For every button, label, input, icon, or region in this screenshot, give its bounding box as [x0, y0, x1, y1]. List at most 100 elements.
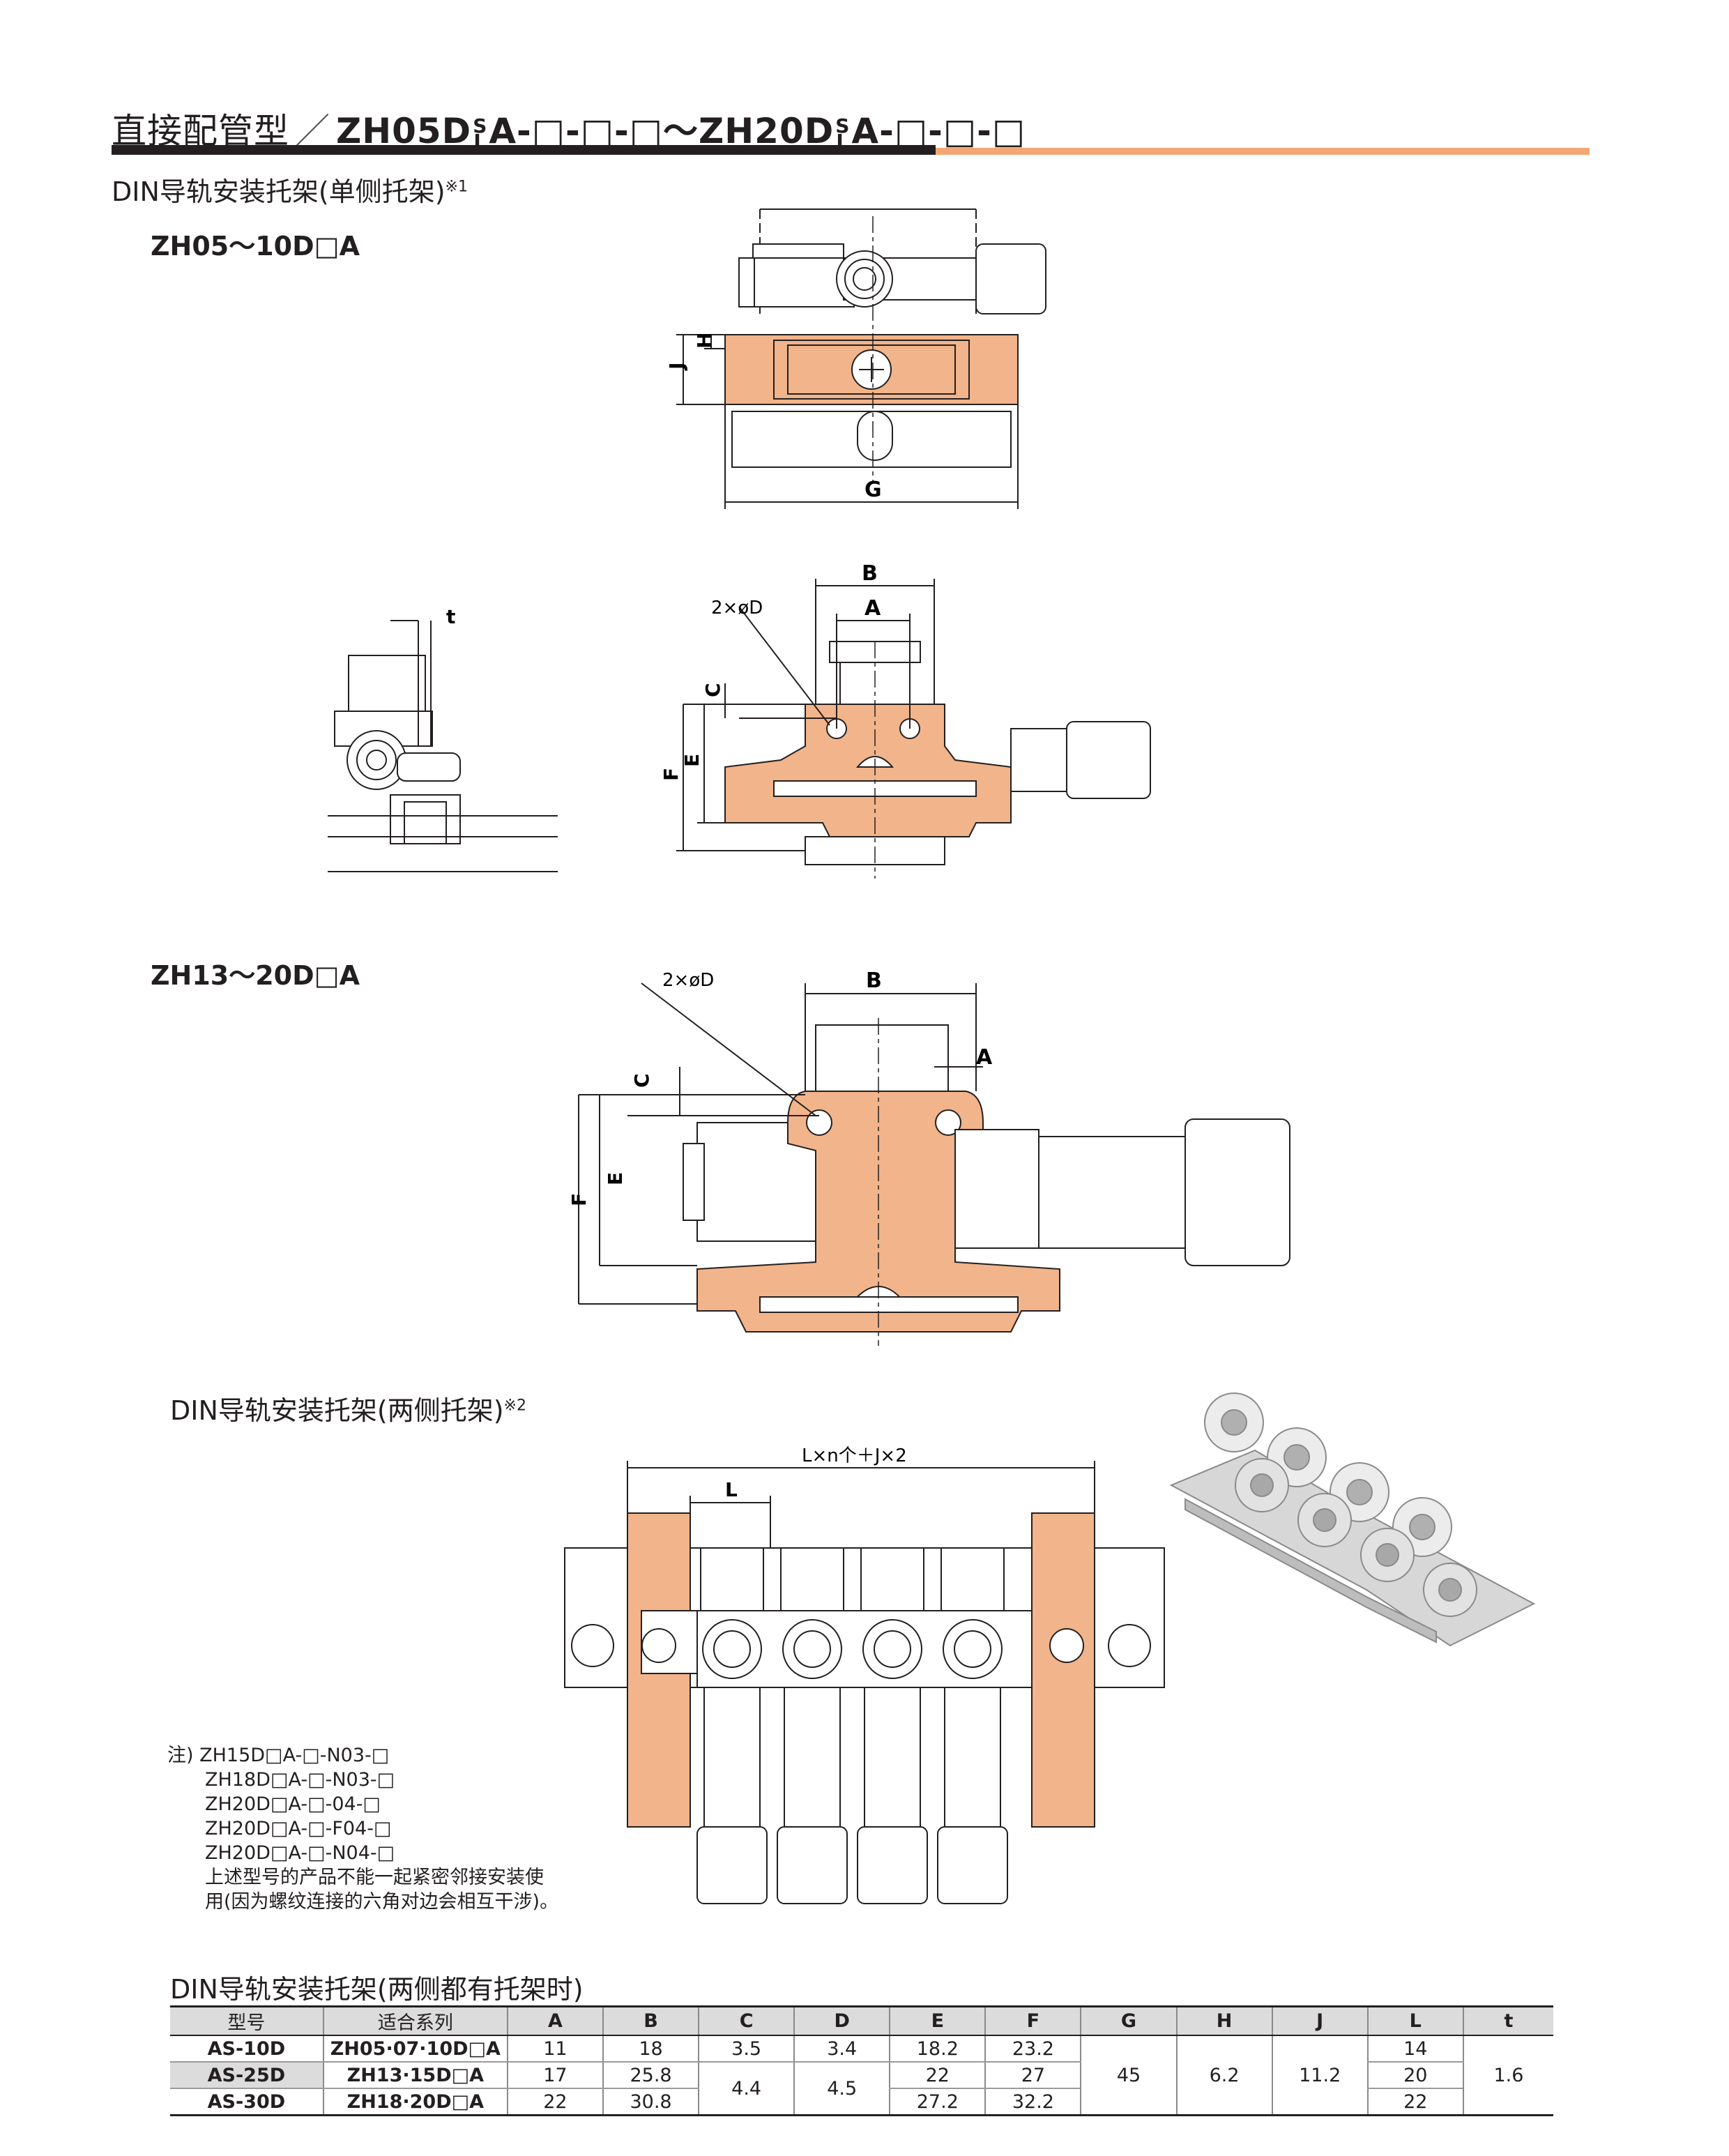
dim-J-label: J: [665, 363, 688, 371]
group-zh13-20-title: ZH13～20D□A: [151, 960, 360, 991]
group-zh05-10-title: ZH05～10D□A: [151, 231, 360, 261]
drawing-zh05-top-view: G J H: [665, 208, 1046, 509]
note-line-6: 上述型号的产品不能一起紧密邻接安装使: [205, 1867, 544, 1888]
table-row: AS-25D ZH13·15D□A 17 25.8 4.4 4.5 22 27 …: [170, 2062, 1553, 2116]
drawing-zh13-front-view: B A 2×øD C E F: [568, 969, 1290, 1346]
dim-2xphiD-label-2: 2×øD: [662, 970, 714, 991]
cell-C: 3.5: [698, 2035, 795, 2063]
th-model: 型号: [170, 2005, 323, 2036]
cell-series: ZH05·07·10D□A: [322, 2035, 508, 2063]
cell-t-merged: 1.6: [1462, 2035, 1553, 2116]
th-L: L: [1366, 2005, 1463, 2036]
section2-text: DIN导轨安装托架(两侧托架): [170, 1395, 504, 1426]
model-b-suffix: A-□-□-□: [851, 111, 1026, 151]
cell-model: AS-10D: [170, 2035, 323, 2063]
th-C: C: [698, 2005, 795, 2036]
note-line-3: ZH20D□A-□-04-□: [205, 1793, 381, 1815]
cell-H-merged: 6.2: [1175, 2035, 1272, 2116]
cell-series: ZH18·20D□A: [322, 2088, 508, 2116]
cell-C-merged: 4.4: [698, 2062, 795, 2116]
cell-E: 18.2: [889, 2035, 986, 2063]
product-photo: [1169, 1392, 1536, 1647]
cell-D-merged: 4.5: [793, 2062, 890, 2116]
dim-B-label-2: B: [866, 969, 882, 993]
cell-A: 22: [506, 2088, 603, 2116]
cell-B: 25.8: [602, 2062, 699, 2089]
dim-A-label-2: A: [976, 1045, 993, 1070]
cell-L: 14: [1366, 2035, 1463, 2063]
dim-E-label: E: [680, 754, 703, 767]
dim-2xphiD-label: 2×øD: [711, 598, 763, 618]
note-line-1: 注) ZH15D□A-□-N03-□: [167, 1745, 390, 1766]
dim-G-label: G: [864, 478, 882, 502]
th-J: J: [1271, 2005, 1368, 2036]
note-line-4: ZH20D□A-□-F04-□: [205, 1818, 392, 1839]
cell-B: 30.8: [602, 2088, 699, 2116]
note-line-2: ZH18D□A-□-N03-□: [205, 1769, 395, 1791]
cell-A: 17: [506, 2062, 603, 2089]
th-series: 适合系列: [322, 2005, 508, 2036]
title-tilde: ～: [663, 111, 699, 151]
th-t: t: [1462, 2005, 1553, 2036]
cell-L: 20: [1366, 2062, 1463, 2089]
cell-G-merged: 45: [1080, 2035, 1177, 2116]
title-rule-black: [112, 145, 936, 155]
cell-E: 27.2: [889, 2088, 986, 2116]
note-line-7: 用(因为螺纹连接的六角对边会相互干涉)。: [205, 1891, 559, 1913]
dim-C-label-2: C: [630, 1073, 653, 1088]
dim-A-label: A: [864, 596, 881, 621]
cell-J-merged: 11.2: [1271, 2035, 1368, 2116]
cell-F: 32.2: [984, 2088, 1081, 2116]
cell-model: AS-25D: [170, 2062, 323, 2089]
section1-text: DIN导轨安装托架(单侧托架): [112, 176, 445, 207]
cell-L: 22: [1366, 2088, 1463, 2116]
cell-E: 22: [889, 2062, 986, 2089]
drawing-zh05-side-view: t: [328, 605, 558, 872]
cell-series: ZH13·15D□A: [322, 2062, 508, 2089]
th-H: H: [1175, 2005, 1272, 2036]
section2-note-mark: ※2: [503, 1397, 526, 1415]
th-F: F: [984, 2005, 1081, 2036]
table-title: DIN导轨安装托架(两侧都有托架时): [170, 1974, 584, 2005]
cell-B: 18: [602, 2035, 699, 2063]
table-header-row: 型号 适合系列 A B C D E F G H J L t: [170, 2005, 1553, 2036]
section1-note-mark: ※1: [445, 178, 468, 196]
title-slash: ／: [295, 111, 330, 151]
model-b-prefix: ZH20D: [699, 111, 835, 151]
title-cn: 直接配管型: [112, 111, 289, 151]
th-D: D: [793, 2005, 890, 2036]
cell-A: 11: [506, 2035, 603, 2063]
sl-top-a: S: [473, 114, 488, 137]
cell-D: 3.4: [793, 2035, 890, 2063]
th-B: B: [602, 2005, 699, 2036]
cell-F: 23.2: [984, 2035, 1081, 2063]
cell-model: AS-30D: [170, 2088, 323, 2116]
section-double-bracket-title: DIN导轨安装托架(两侧托架)※2: [170, 1389, 526, 1427]
note-line-5: ZH20D□A-□-N04-□: [205, 1842, 395, 1864]
dim-t-label: t: [446, 605, 455, 628]
sl-top-b: S: [835, 114, 851, 137]
title-rule-orange: [936, 148, 1590, 155]
th-G: G: [1080, 2005, 1177, 2036]
drawing-double-bracket-view: L×n个＋J×2 L: [564, 1445, 1165, 1904]
spec-table: 型号 适合系列 A B C D E F G H J L t AS-10D ZH0…: [170, 2005, 1553, 2116]
dim-E-label-2: E: [604, 1172, 627, 1185]
dim-L-label: L: [725, 1478, 738, 1501]
dim-C-label: C: [701, 683, 724, 697]
dim-F-label-2: F: [568, 1193, 591, 1206]
table-row: AS-30D ZH18·20D□A 22 30.8 27.2 32.2 22: [170, 2088, 1553, 2116]
th-A: A: [506, 2005, 603, 2036]
table-row: AS-10D ZH05·07·10D□A 11 18 3.5 3.4 18.2 …: [170, 2035, 1553, 2116]
section-single-bracket-title: DIN导轨安装托架(单侧托架)※1: [112, 170, 468, 208]
dim-Lspan-label: L×n个＋J×2: [802, 1445, 907, 1466]
th-E: E: [889, 2005, 986, 2036]
dim-H-label: H: [693, 333, 716, 349]
cell-F: 27: [984, 2062, 1081, 2089]
model-a-prefix: ZH05D: [336, 111, 472, 151]
drawing-zh05-front-view: B A 2×øD C E F: [660, 561, 1151, 879]
model-a-suffix: A-□-□-□: [489, 111, 664, 151]
dim-F-label: F: [660, 768, 683, 781]
